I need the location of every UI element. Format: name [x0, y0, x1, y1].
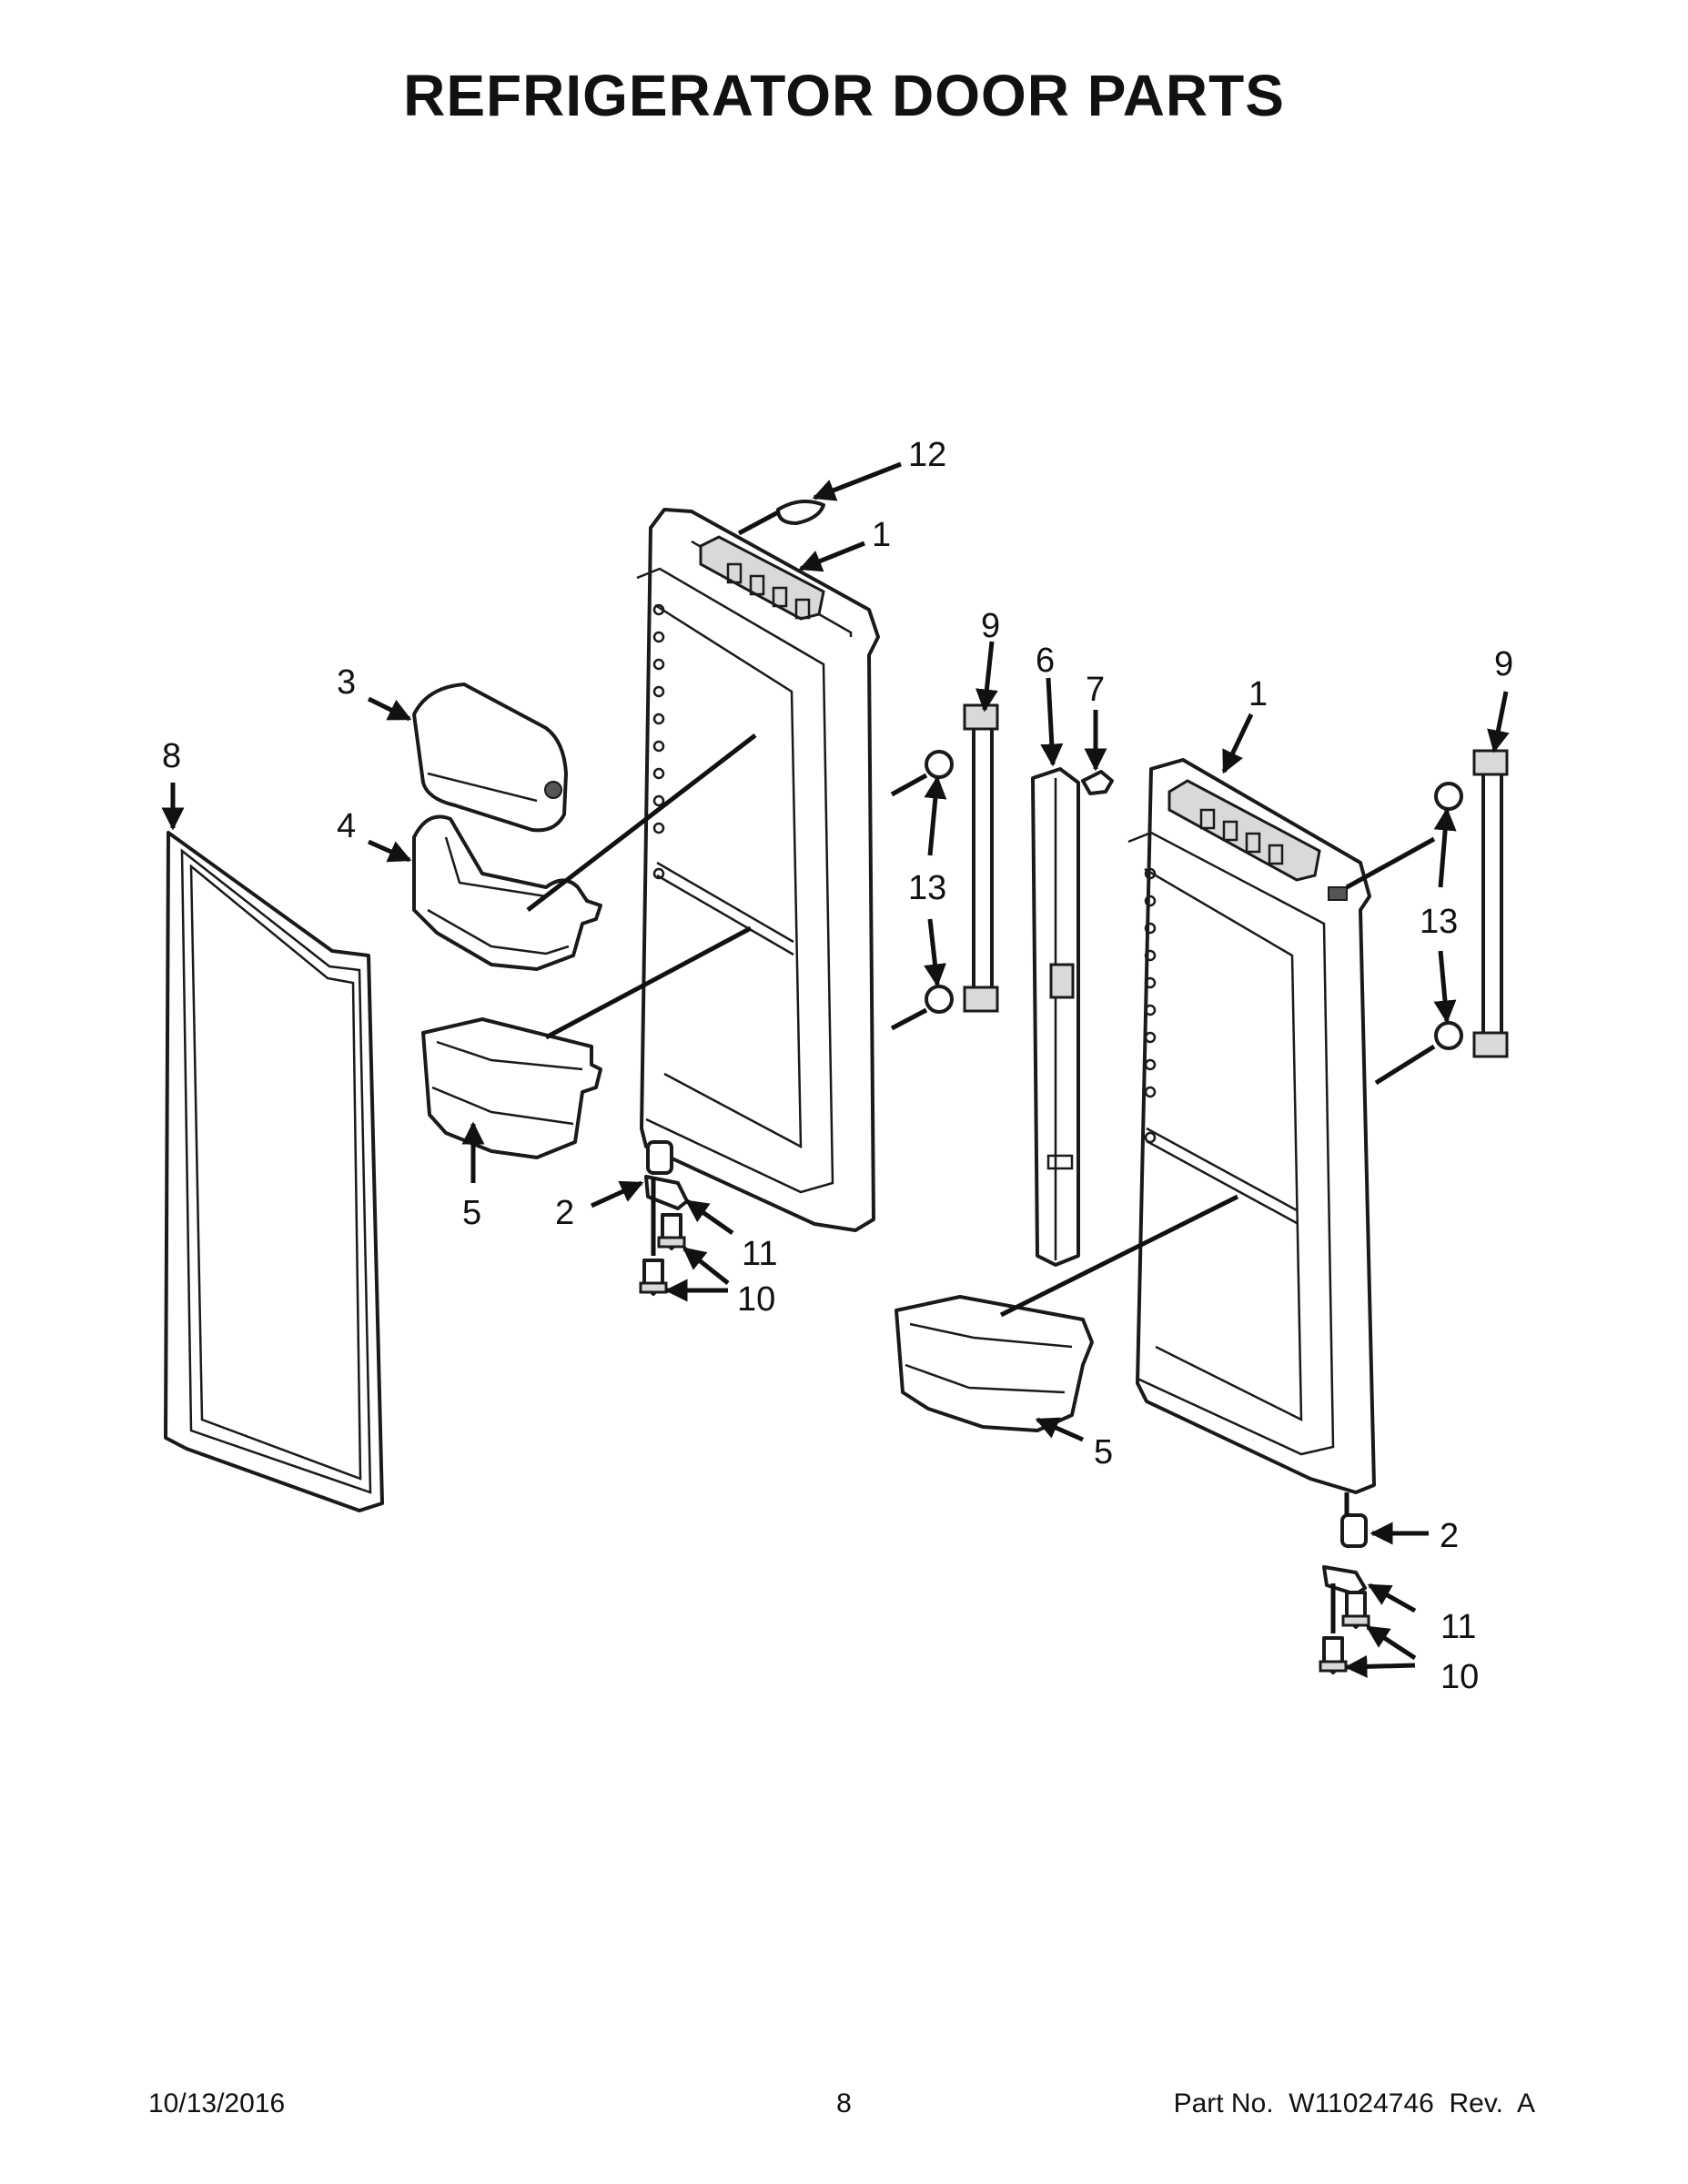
assembly-guide-lines: [526, 510, 1436, 1633]
callout-13-right: 13: [1420, 903, 1458, 941]
callout-6: 6: [1036, 642, 1055, 680]
seal-pad: [776, 500, 825, 525]
footer-date: 10/13/2016: [148, 2088, 286, 2118]
callout-9-right: 9: [1494, 645, 1513, 683]
handle-stud-mid-top: [925, 750, 954, 779]
hinge-pin-left: [646, 1140, 673, 1175]
hinge-screw-lower-right: [1319, 1636, 1348, 1674]
callout-2-left: 2: [555, 1194, 574, 1232]
hinge-screw-lower-left: [639, 1259, 668, 1296]
hinge-screw-upper-right: [1341, 1591, 1370, 1629]
callout-11-right: 11: [1440, 1608, 1476, 1646]
callout-1-left: 1: [872, 516, 891, 554]
callout-arrows: [161, 461, 1510, 1678]
callout-2-right: 2: [1440, 1517, 1459, 1555]
lower-door-bin-left: [421, 1017, 602, 1159]
callout-5-right: 5: [1094, 1433, 1113, 1471]
handle-stud-right-bottom: [1434, 1021, 1463, 1050]
callout-10-right: 10: [1440, 1658, 1479, 1696]
hinge-screw-upper-left: [657, 1213, 686, 1250]
callout-12: 12: [908, 436, 946, 474]
footer-page-number: 8: [836, 2088, 852, 2118]
hinge-washer-right: [1322, 1565, 1367, 1596]
callout-4: 4: [337, 807, 356, 845]
mullion-screw: [1081, 770, 1114, 795]
door-liner-right: [1127, 758, 1376, 1494]
callout-11-left: 11: [742, 1235, 777, 1273]
door-handle-mid: [963, 703, 999, 1013]
lower-door-bin-right: [895, 1295, 1094, 1432]
hinge-washer-left: [644, 1175, 689, 1210]
callout-13-mid: 13: [908, 869, 946, 907]
door-gasket: [164, 831, 384, 1512]
door-handle-right: [1472, 749, 1509, 1058]
callout-1-right: 1: [1248, 675, 1268, 713]
callout-10-left: 10: [737, 1280, 775, 1319]
handle-stud-mid-bottom: [925, 985, 954, 1014]
door-liner-left: [636, 508, 880, 1232]
handle-stud-right-top: [1434, 782, 1463, 811]
callout-9-mid: 9: [981, 607, 1000, 645]
upper-door-bin: [412, 814, 602, 971]
callout-3: 3: [337, 663, 356, 702]
hinge-pin-right: [1340, 1513, 1368, 1548]
dispenser-cover: [412, 682, 568, 833]
footer-part-number: Part No. W11024746 Rev. A: [1173, 2088, 1535, 2118]
callout-5-left: 5: [462, 1194, 481, 1232]
callout-labels: 12 1 9 6 7 1 9 3 8 4 13 13 5 2 11 10 5 2…: [162, 436, 1513, 1696]
page-title: REFRIGERATOR DOOR PARTS: [403, 63, 1285, 128]
flip-mullion: [1031, 767, 1080, 1267]
callout-7: 7: [1086, 671, 1105, 709]
callout-8: 8: [162, 737, 181, 775]
